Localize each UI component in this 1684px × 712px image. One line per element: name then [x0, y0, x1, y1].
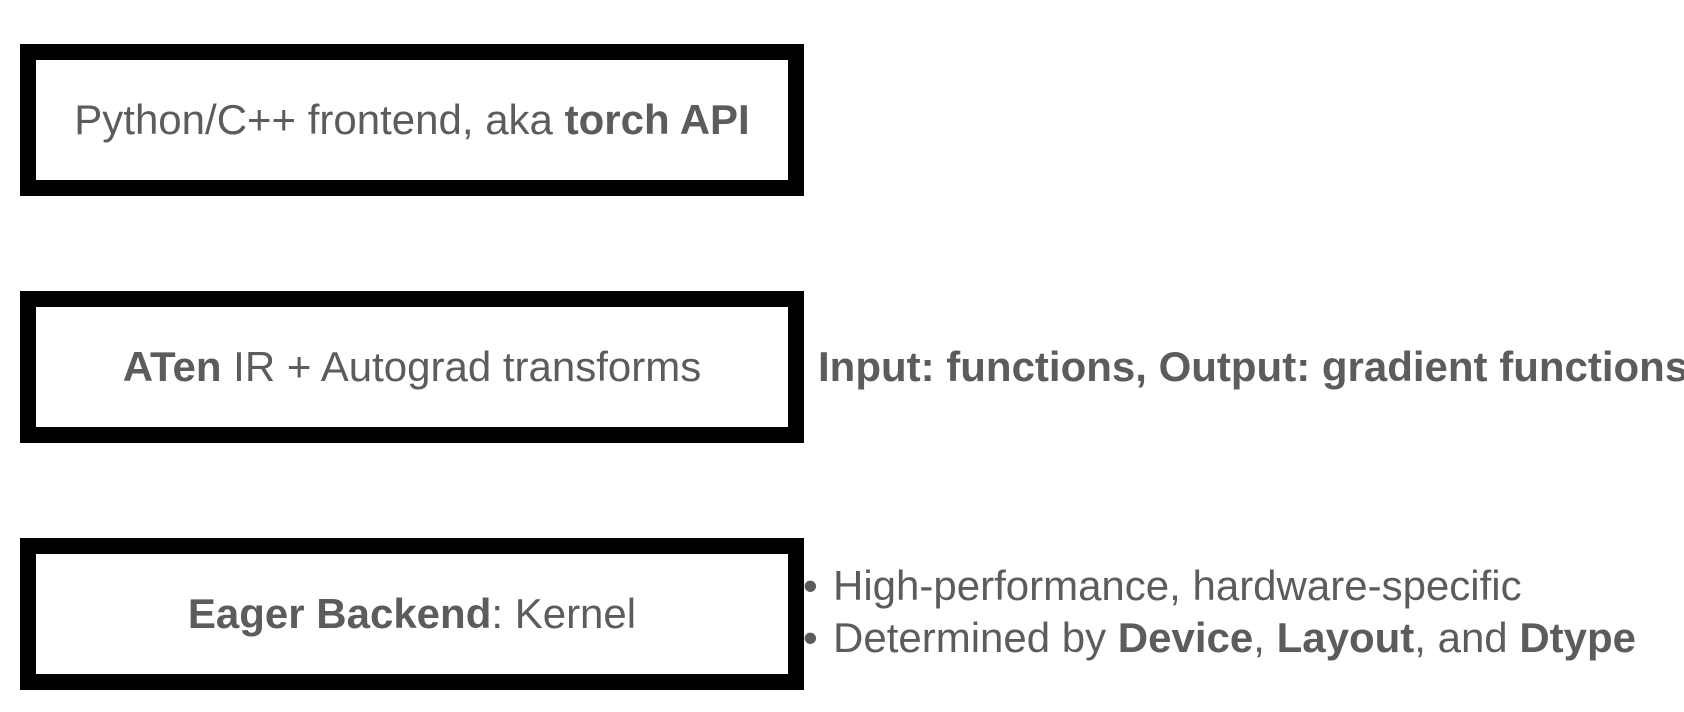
backend-note-item: • Determined by Device, Layout, and Dtype [803, 612, 1636, 664]
dtype-term: Dtype [1519, 614, 1637, 661]
bullet-icon: • [803, 614, 818, 661]
backend-label-bold: Eager Backend [187, 590, 492, 637]
frontend-label-plain: Python/C++ frontend, aka [74, 96, 565, 143]
backend-layer-box: Eager Backend: Kernel [20, 538, 804, 690]
device-term: Device [1117, 614, 1254, 661]
backend-notes-list: • High-performance, hardware-specific • De… [803, 560, 1636, 664]
layout-term: Layout [1276, 614, 1415, 661]
backend-note-line2-sep1: , [1253, 614, 1277, 661]
backend-note-item: • High-performance, hardware-specific [803, 560, 1636, 612]
backend-note-line1: High-performance, hardware-specific [833, 562, 1522, 609]
bullet-icon: • [803, 562, 818, 609]
backend-note-line2-plain: Determined by [833, 614, 1118, 661]
aten-layer-box: ATen IR + Autograd transforms [20, 291, 804, 443]
frontend-label-bold: torch API [564, 96, 750, 143]
aten-layer-label: ATen IR + Autograd transforms [123, 343, 701, 391]
frontend-layer-box: Python/C++ frontend, aka torch API [20, 44, 804, 196]
frontend-layer-label: Python/C++ frontend, aka torch API [74, 96, 749, 144]
aten-io-note: Input: functions, Output: gradient funct… [818, 343, 1684, 390]
aten-label-bold: ATen [122, 343, 222, 390]
aten-label-plain: IR + Autograd transforms [221, 343, 702, 390]
backend-note-line2-sep2: , and [1414, 614, 1520, 661]
backend-label-plain: : Kernel [491, 590, 637, 637]
backend-layer-label: Eager Backend: Kernel [188, 590, 636, 638]
